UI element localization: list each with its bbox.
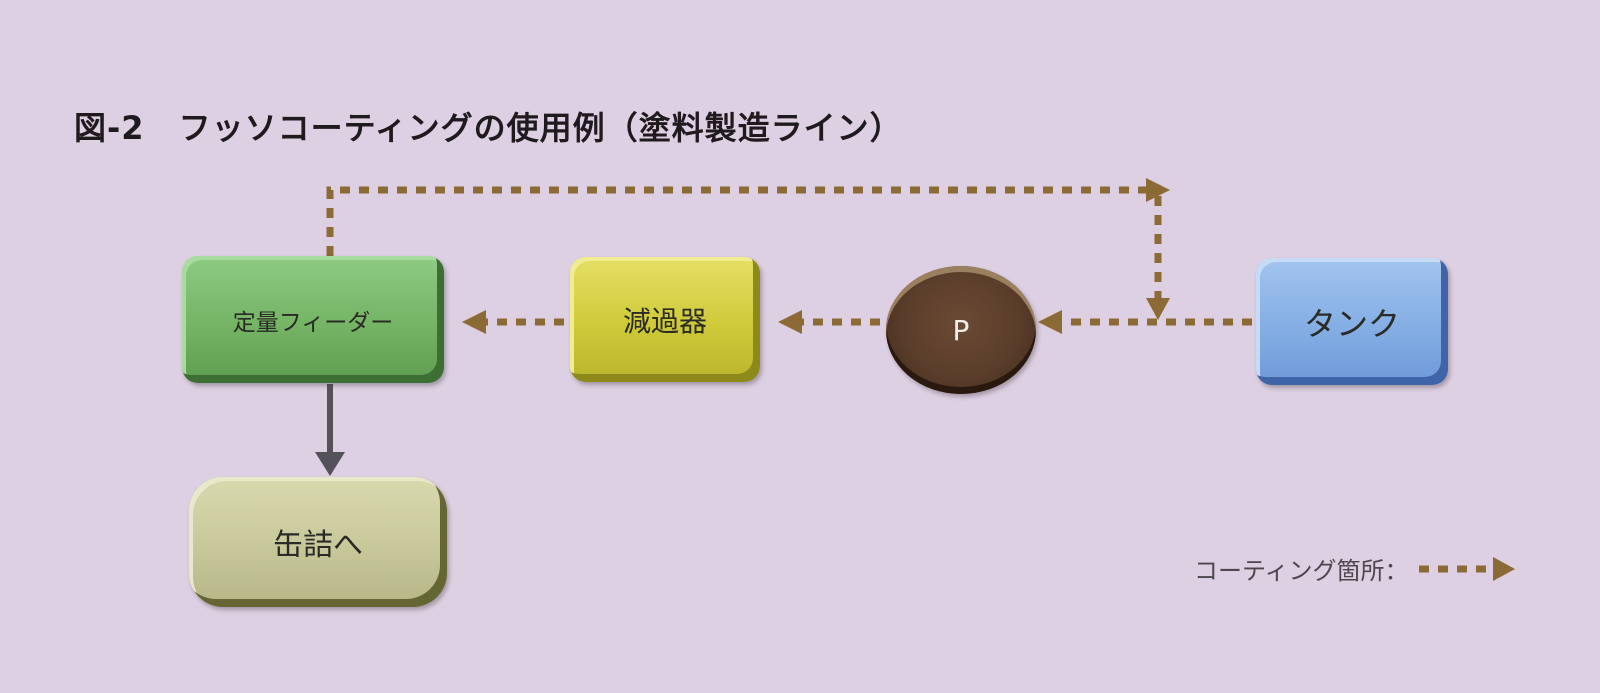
drop-arrowhead: [1146, 298, 1170, 320]
figure-number: 図-2: [74, 109, 145, 147]
canning-arrowhead: [315, 452, 345, 476]
pump-node: P: [886, 266, 1036, 394]
figure-caption: フッソコーティングの使用例（塗料製造ライン）: [178, 109, 903, 147]
tank-label: タンク: [1303, 304, 1400, 343]
legend: コーティング箇所：: [1194, 551, 1517, 586]
legend-label: コーティング箇所：: [1194, 557, 1409, 585]
return-arrowhead: [1146, 178, 1170, 202]
pump-label: P: [952, 313, 970, 347]
feeder-node: 定量フィーダー: [182, 256, 444, 383]
filter-node: 減過器: [570, 257, 760, 382]
feeder-label: 定量フィーダー: [232, 309, 394, 336]
legend-dotted-arrow-icon: [1418, 556, 1515, 581]
tank-node: タンク: [1256, 258, 1448, 385]
feeder-inlet-arrowhead: [462, 310, 486, 334]
canning-label: 缶詰へ: [273, 528, 363, 563]
pump-inlet-arrowhead: [1038, 310, 1062, 334]
filter-label: 減過器: [622, 304, 707, 338]
return-line: [326, 186, 1148, 256]
figure-title: 図-2 フッソコーティングの使用例（塗料製造ライン）: [74, 103, 903, 149]
canning-node: 缶詰へ: [189, 477, 447, 607]
filter-inlet-arrowhead: [778, 310, 802, 334]
